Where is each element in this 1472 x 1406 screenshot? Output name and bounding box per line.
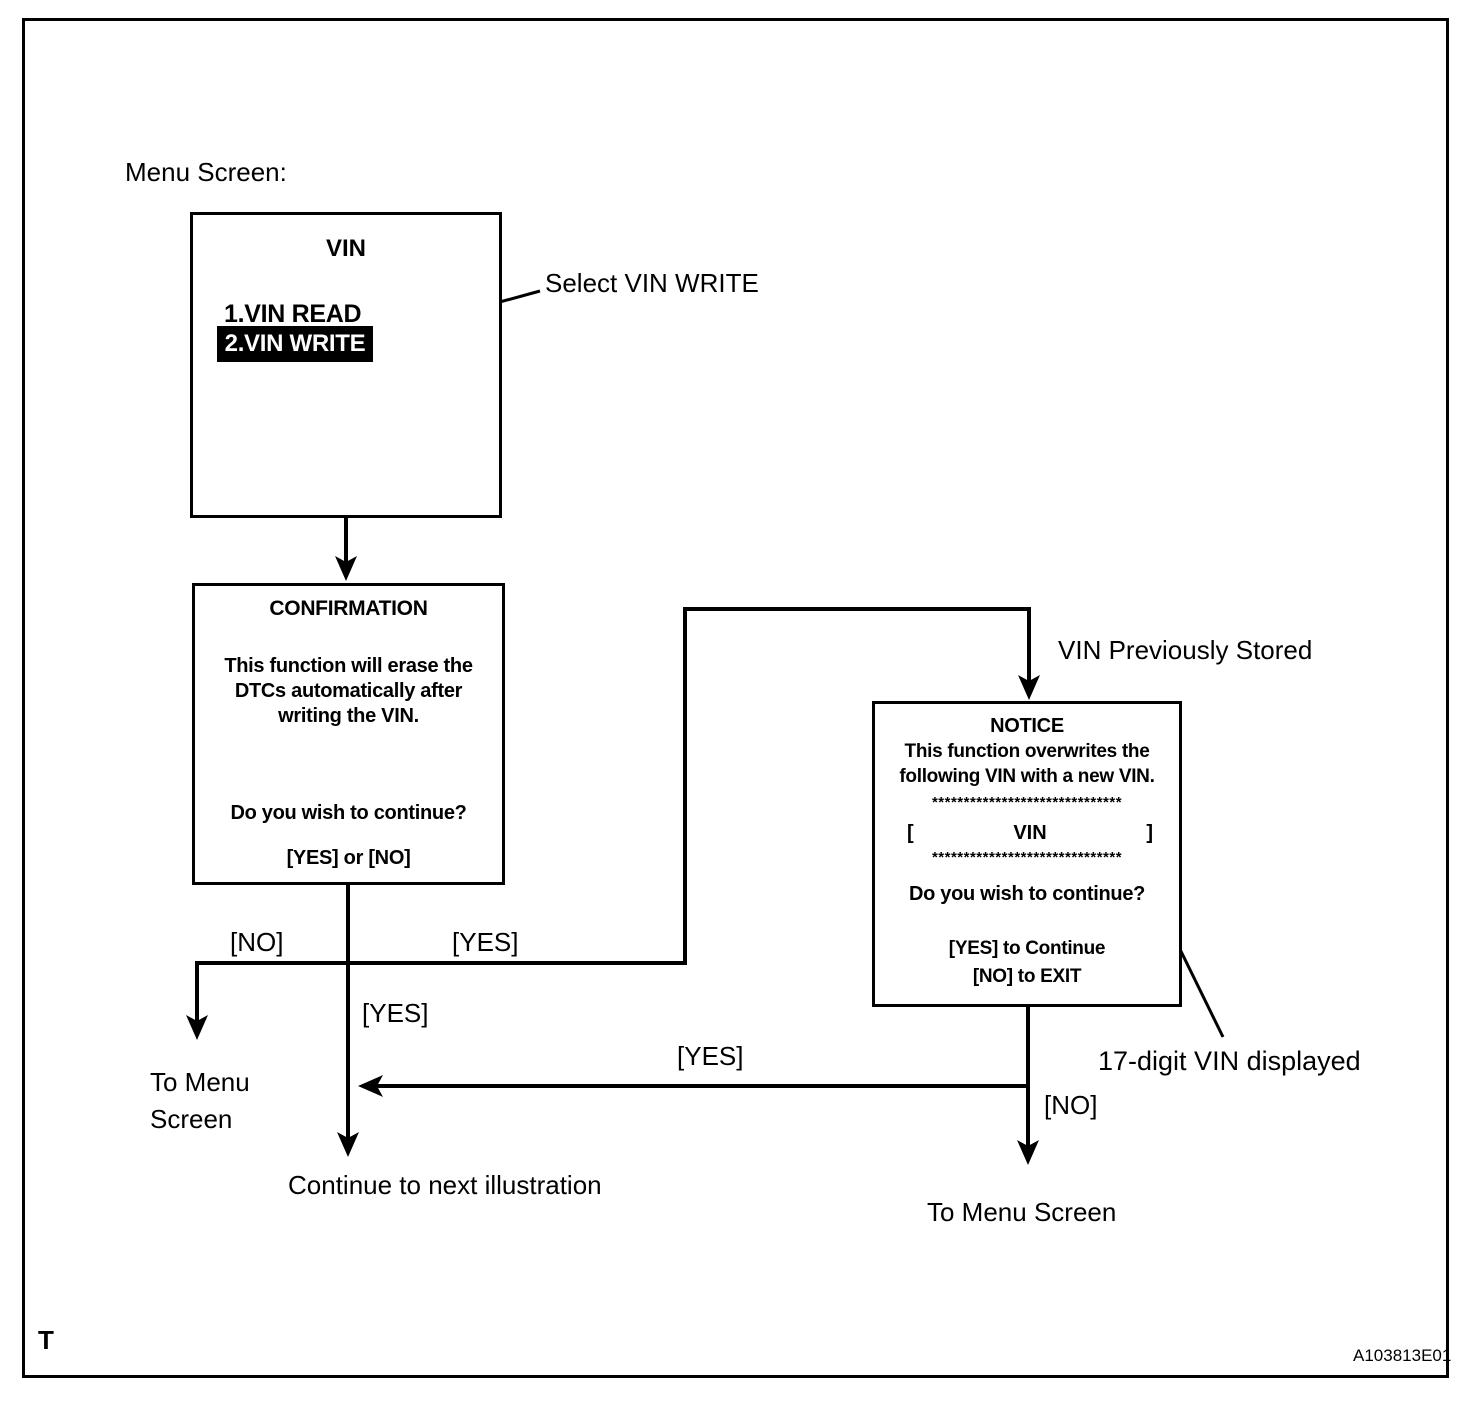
callout-select-vin-write: Select VIN WRITE xyxy=(545,268,759,298)
notice-body-line2: following VIN with a new VIN. xyxy=(899,766,1155,787)
menu-item-vin-read: 1.VIN READ xyxy=(224,300,362,328)
branch-label-yes-top: [YES] xyxy=(452,927,519,957)
callout-vin-previously-stored: VIN Previously Stored xyxy=(1058,635,1313,665)
notice-stars-top: ****************************** xyxy=(931,794,1123,811)
vin-menu-screen: VIN 1.VIN READ 2.VIN WRITE xyxy=(190,212,502,518)
terminal-to-menu-left: To Menu Screen xyxy=(150,1067,250,1135)
footer-figure-code: A103813E01 xyxy=(1353,1346,1452,1365)
notice-vin-row: [ VIN ] xyxy=(907,822,1153,845)
page-border xyxy=(22,18,1449,1378)
notice-title: NOTICE xyxy=(990,715,1064,737)
notice-body-line1: This function overwrites the xyxy=(904,741,1150,762)
confirmation-question: Do you wish to continue? xyxy=(230,802,467,824)
arrowhead-to-menu-right xyxy=(1017,1140,1039,1165)
arrowhead-notice-yes xyxy=(358,1075,383,1097)
vin-close-bracket: ] xyxy=(1146,822,1153,844)
vin-open-bracket: [ xyxy=(907,822,914,844)
confirmation-body-line1: This function will erase the xyxy=(224,655,473,677)
confirmation-body-line3: writing the VIN. xyxy=(278,705,419,727)
confirmation-options: [YES] or [NO] xyxy=(286,847,411,869)
notice-no-line: [NO] to EXIT xyxy=(972,966,1082,987)
branch-label-yes-center: [YES] xyxy=(362,998,429,1028)
notice-screen: NOTICE This function overwrites the foll… xyxy=(872,701,1182,1007)
branch-label-yes-long: [YES] xyxy=(677,1041,744,1071)
branch-label-no-left: [NO] xyxy=(230,927,284,957)
terminal-to-menu-right: To Menu Screen xyxy=(927,1197,1117,1227)
confirmation-title: CONFIRMATION xyxy=(269,597,428,620)
arrowhead-continue-next xyxy=(337,1132,359,1157)
vin-menu-title: VIN xyxy=(325,235,366,262)
arrowhead-into-notice xyxy=(1018,675,1040,700)
notice-stars-bottom: ****************************** xyxy=(931,849,1123,866)
menu-item-vin-write-highlighted: 2.VIN WRITE xyxy=(217,326,373,362)
branch-label-no-right: [NO] xyxy=(1044,1090,1098,1120)
confirmation-screen: CONFIRMATION This function will erase th… xyxy=(192,583,505,885)
footer-section-letter: T xyxy=(38,1325,54,1355)
notice-question: Do you wish to continue? xyxy=(908,883,1146,905)
notice-yes-line: [YES] to Continue xyxy=(948,938,1106,959)
vin-field-label: VIN xyxy=(1013,822,1047,844)
callout-17-digit-vin: 17-digit VIN displayed xyxy=(1098,1046,1361,1076)
terminal-to-menu-left-line1: To Menu xyxy=(150,1067,250,1097)
page-heading: Menu Screen: xyxy=(125,157,287,187)
terminal-to-menu-left-line2: Screen xyxy=(150,1103,233,1134)
terminal-continue-next: Continue to next illustration xyxy=(288,1170,602,1200)
arrowhead-to-menu-left xyxy=(186,1015,208,1040)
arrowhead-into-confirmation xyxy=(335,556,357,581)
confirmation-body-line2: DTCs automatically after xyxy=(234,680,463,702)
